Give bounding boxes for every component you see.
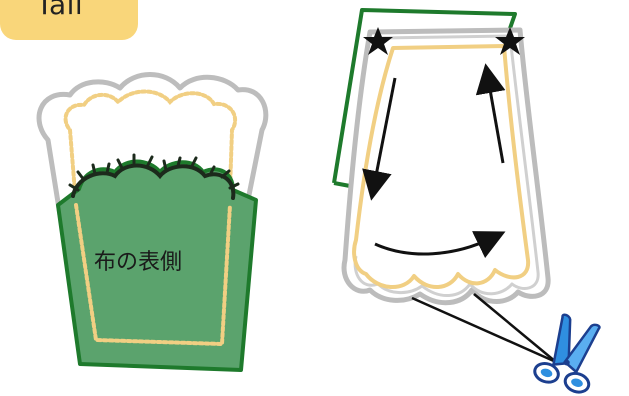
right-seam-line [352, 44, 531, 290]
right-fabric-left-edge [333, 181, 351, 188]
cut-line-1 [411, 296, 557, 364]
fabric-front-label: 布の表側 [94, 250, 183, 275]
tail-tab: Tail [0, 0, 138, 40]
scissors-icon [533, 313, 601, 394]
fabric-scallop-ticks [68, 153, 240, 192]
arrow-curve [374, 231, 506, 259]
arrow-up [475, 63, 506, 164]
left-stitch-top [63, 89, 238, 207]
left-piece [36, 72, 269, 372]
fabric-scallop-edge [71, 163, 236, 200]
arrow-down [362, 77, 397, 201]
right-piece [332, 8, 557, 364]
star-marker-right [495, 27, 525, 55]
cut-line-2 [473, 293, 557, 363]
fabric-front-side [56, 159, 258, 372]
fabric-stitch-line [74, 203, 232, 347]
right-fabric-edge [332, 8, 517, 184]
star-marker-left [363, 27, 393, 55]
tail-tab-label: Tail [36, 0, 84, 21]
